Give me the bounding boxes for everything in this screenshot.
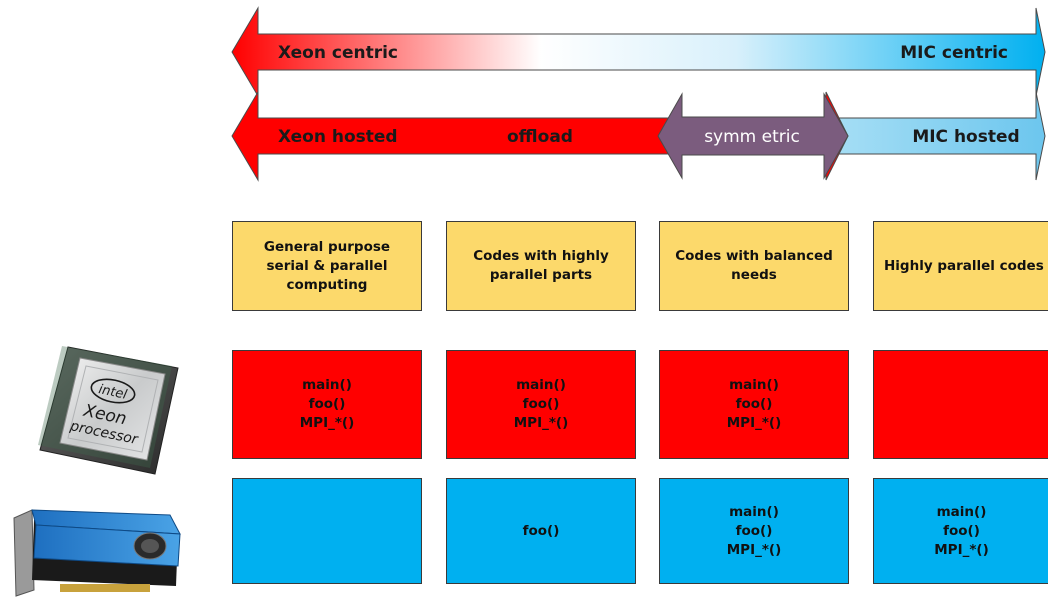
xeon-hosted-label: Xeon hosted xyxy=(278,127,398,147)
column-header-general-purpose: General purpose serial & parallel comput… xyxy=(232,221,422,311)
offload-label: offload xyxy=(507,127,573,147)
mic-code-box-4: main() foo() MPI_*() xyxy=(873,478,1048,584)
mic-card-icon xyxy=(13,509,181,597)
mic-code-box-3: main() foo() MPI_*() xyxy=(659,478,849,584)
chip-brand: intel xyxy=(97,382,128,403)
xeon-processor-icon: intel Xeon processor xyxy=(38,346,179,475)
mic-hosted-label: MIC hosted xyxy=(912,127,1019,147)
mic-centric-label: MIC centric xyxy=(900,43,1008,63)
column-header-highly-parallel-codes: Highly parallel codes xyxy=(873,221,1048,311)
xeon-code-box-2: main() foo() MPI_*() xyxy=(446,350,636,459)
xeon-code-box-3: main() foo() MPI_*() xyxy=(659,350,849,459)
column-header-highly-parallel-parts: Codes with highly parallel parts xyxy=(446,221,636,311)
xeon-code-box-1: main() foo() MPI_*() xyxy=(232,350,422,459)
xeon-centric-label: Xeon centric xyxy=(278,43,398,63)
column-header-balanced-needs: Codes with balanced needs xyxy=(659,221,849,311)
mic-hosted-arrow xyxy=(825,91,1046,181)
xeon-code-box-4 xyxy=(873,350,1048,459)
centric-arrow xyxy=(231,6,1046,98)
symmetric-label: symm etric xyxy=(704,127,800,147)
mic-code-box-1 xyxy=(232,478,422,584)
mic-code-box-2: foo() xyxy=(446,478,636,584)
symmetric-arrow xyxy=(657,92,849,180)
